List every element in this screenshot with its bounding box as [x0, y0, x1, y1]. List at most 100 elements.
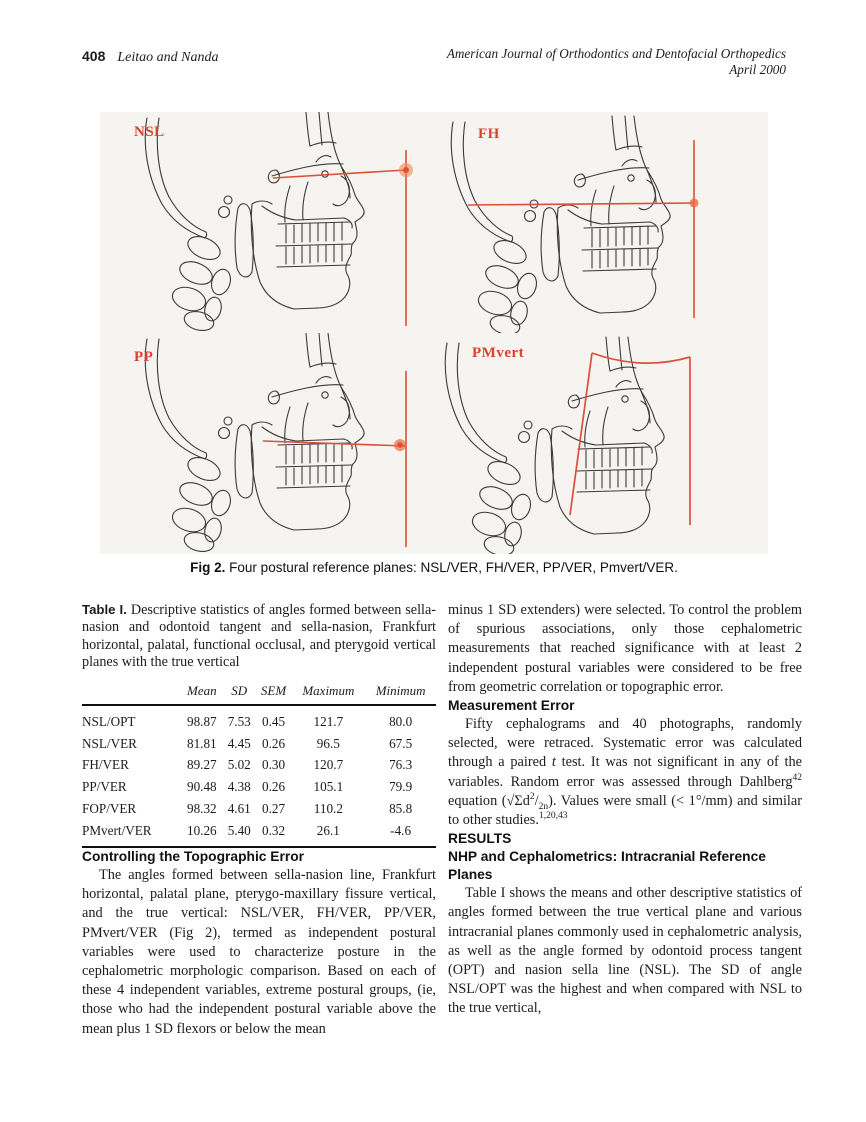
label-pp: PP — [134, 349, 154, 365]
cell-name: FH/VER — [82, 757, 129, 773]
cell-minimum: 80.0 — [389, 713, 413, 729]
cell-sd: 4.61 — [227, 801, 251, 817]
running-head-left: 408 Leitao and Nanda — [82, 48, 218, 66]
measurement-text-3: equation (√Σd — [448, 792, 530, 809]
cell-minimum: -4.6 — [365, 819, 436, 848]
cell-minimum: 79.9 — [389, 779, 413, 795]
label-fh: FH — [478, 126, 500, 142]
measurement-text-4: ). Values were small (< 1°/mm) and simil… — [448, 792, 802, 829]
pmvert-line — [569, 352, 593, 516]
figure-grid: NSL FH — [100, 112, 768, 554]
cell-sd: 4.38 — [227, 779, 251, 795]
cell-sem: 0.45 — [261, 713, 286, 729]
cell-minimum: 76.3 — [389, 757, 413, 773]
cell-mean: 89.27 — [186, 757, 217, 773]
heading-nhp-cephalometrics: NHP and Cephalometrics: Intracranial Ref… — [448, 849, 766, 883]
cell-sd: 5.40 — [222, 819, 256, 848]
cell-name: NSL/OPT — [82, 713, 136, 729]
cell-maximum: 96.5 — [316, 735, 340, 751]
table-header: Mean SD SEM Maximum Minimum — [82, 678, 436, 706]
table-caption-text: Descriptive statistics of angles formed … — [82, 602, 436, 671]
fh-line — [467, 202, 695, 206]
ref-superscript-42: 42 — [792, 772, 803, 783]
table-row: FOP/VER 98.32 4.61 0.27 110.2 85.8 — [82, 798, 436, 820]
intersection-marker-core — [403, 167, 409, 173]
right-column: minus 1 SD extenders) were selected. To … — [448, 601, 802, 1019]
cell-mean: 10.26 — [180, 819, 223, 848]
col-maximum: Maximum — [291, 678, 366, 706]
cell-mean: 81.81 — [186, 735, 217, 751]
page-number: 408 — [82, 48, 106, 64]
cell-sem: 0.30 — [261, 757, 286, 773]
nsl-line — [272, 169, 407, 179]
measurement-text-2: test. It was not significant in any of t… — [448, 754, 802, 790]
pp-line — [262, 440, 407, 447]
cell-sem: 0.32 — [255, 819, 292, 848]
paragraph-continuation: minus 1 SD extenders) were selected. To … — [448, 602, 802, 695]
top-connector-line — [591, 352, 691, 364]
figure-2: NSL FH — [100, 112, 768, 554]
heading-topographic-error: Controlling the Topographic Error — [82, 849, 305, 865]
intersection-marker — [689, 198, 699, 208]
quadrant-pmvert: PMvert — [434, 333, 768, 554]
table-row: PP/VER 90.48 4.38 0.26 105.1 79.9 — [82, 776, 436, 798]
label-pmvert: PMvert — [472, 345, 525, 361]
pp-reference-lines — [262, 371, 407, 547]
cell-name: PMvert/VER — [82, 819, 181, 848]
paragraph-results: Table I shows the means and other descri… — [448, 885, 802, 1017]
table-row: PMvert/VER 10.26 5.40 0.32 26.1 -4.6 — [82, 819, 436, 848]
heading-results: RESULTS — [448, 831, 512, 847]
pmvert-reference-lines — [569, 352, 691, 525]
running-head-right: American Journal of Orthodontics and Den… — [447, 46, 786, 78]
quadrant-nsl: NSL — [100, 112, 434, 333]
paragraph-measurement: Fifty cephalograms and 40 photographs, r… — [448, 715, 802, 830]
table-header-row: Mean SD SEM Maximum Minimum — [82, 678, 436, 706]
figure-caption-label: Fig 2. — [190, 560, 226, 575]
col-minimum: Minimum — [365, 678, 436, 706]
quadrant-fh: FH — [434, 112, 768, 333]
cell-sd: 7.53 — [227, 713, 251, 729]
cell-minimum: 85.8 — [389, 801, 413, 817]
equation-slash: / — [534, 792, 539, 809]
cell-maximum: 105.1 — [313, 779, 344, 795]
figure-caption: Fig 2. Four postural reference planes: N… — [100, 560, 768, 575]
col-mean: Mean — [180, 678, 223, 706]
cell-sd: 5.02 — [227, 757, 251, 773]
heading-measurement-error: Measurement Error — [448, 698, 575, 714]
cell-mean: 98.87 — [186, 713, 217, 729]
figure-caption-text: Four postural reference planes: NSL/VER,… — [225, 560, 678, 575]
equation-superscript-2: 2 — [529, 792, 535, 803]
col-sd: SD — [222, 678, 256, 706]
cell-mean: 90.48 — [186, 779, 217, 795]
col-blank — [82, 678, 181, 706]
table-label: Table I. — [82, 602, 127, 617]
cell-sem: 0.26 — [261, 779, 286, 795]
table-body: NSL/OPT 98.87 7.53 0.45 121.7 80.0 NSL/V… — [82, 705, 436, 848]
italic-t: t — [551, 754, 556, 771]
ref-superscript-studies: 1,20,43 — [538, 811, 568, 822]
cell-maximum: 110.2 — [313, 801, 343, 817]
cell-sem: 0.27 — [261, 801, 286, 817]
equation-subscript-2n: 2n — [538, 801, 549, 812]
intersection-marker-core — [397, 442, 403, 448]
table-row: NSL/VER 81.81 4.45 0.26 96.5 67.5 — [82, 732, 436, 754]
ceph-tracing-fh — [450, 115, 699, 333]
cell-maximum: 121.7 — [313, 713, 344, 729]
cell-maximum: 26.1 — [291, 819, 366, 848]
cell-name: FOP/VER — [82, 801, 137, 817]
table-caption: Table I. Descriptive statistics of angle… — [82, 601, 436, 672]
ceph-tracing-nsl — [144, 112, 413, 333]
running-authors: Leitao and Nanda — [117, 50, 219, 65]
fh-reference-lines — [467, 140, 695, 318]
ceph-tracing-pp — [144, 333, 407, 554]
cell-name: PP/VER — [82, 779, 127, 795]
cell-name: NSL/VER — [82, 735, 137, 751]
paragraph-topographic: The angles formed between sella-nasion l… — [82, 867, 436, 1037]
col-sem: SEM — [255, 678, 292, 706]
left-column: Table I. Descriptive statistics of angle… — [82, 601, 436, 1039]
cell-sd: 4.45 — [227, 735, 251, 751]
label-nsl: NSL — [134, 124, 165, 140]
cell-mean: 98.32 — [186, 801, 217, 817]
table-1: Mean SD SEM Maximum Minimum NSL/OPT 98.8… — [82, 678, 436, 848]
